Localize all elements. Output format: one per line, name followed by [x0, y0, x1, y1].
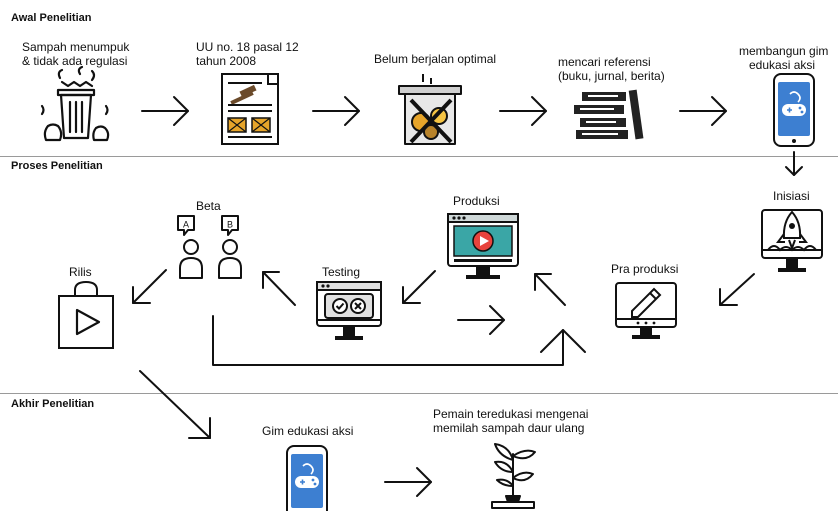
law-document-icon [221, 73, 279, 145]
section-akhir-penelitian: Akhir Penelitian [11, 398, 95, 410]
arrow-right [679, 96, 727, 126]
plant-books-icon [491, 443, 536, 509]
label-gim-edukasi-aksi: Gim edukasi aksi [262, 424, 354, 438]
label-produksi: Produksi [453, 194, 500, 208]
label-uu-line2: tahun 2008 [196, 54, 257, 68]
pen-monitor-icon [615, 282, 677, 339]
label-gim-line1: membangun gim [739, 44, 829, 58]
section-proses-penelitian: Proses Penelitian [11, 160, 103, 172]
arrow-right [312, 96, 360, 126]
arrow-down-left [719, 273, 755, 306]
arrow-down-left [132, 269, 167, 304]
video-monitor-icon [447, 213, 519, 279]
label-pemain-line1: Pemain teredukasi mengenai [433, 407, 589, 421]
trash-overflow-icon [40, 65, 110, 142]
recycle-bin-icon [398, 74, 462, 145]
arrow-up-left [262, 271, 296, 306]
arrow-down-left [402, 270, 436, 304]
smartphone-game-icon [286, 445, 328, 511]
arrow-right [499, 96, 547, 126]
label-gim-line2: edukasi aksi [749, 58, 816, 72]
label-inisiasi: Inisiasi [773, 189, 810, 203]
arrow-right [384, 467, 432, 497]
rocket-monitor-icon [761, 209, 823, 272]
beta-badge-a: A [183, 220, 189, 230]
label-referensi-line1: mencari referensi [558, 55, 651, 69]
label-pra-produksi: Pra produksi [611, 262, 679, 276]
label-sampah-line2: & tidak ada regulasi [22, 54, 128, 68]
section-awal-penelitian: Awal Penelitian [11, 12, 92, 24]
arrow-up-left [534, 273, 566, 306]
divider-awal-proses [0, 156, 838, 157]
arrow-right [141, 96, 189, 126]
books-icon [574, 89, 644, 140]
label-rilis: Rilis [69, 265, 92, 279]
label-uu-line1: UU no. 18 pasal 12 [196, 40, 299, 54]
label-testing: Testing [322, 265, 361, 279]
shopping-bag-play-icon [58, 280, 114, 349]
test-monitor-icon [316, 281, 382, 340]
label-pemain-line2: memilah sampah daur ulang [433, 421, 585, 435]
divider-proses-akhir [0, 393, 838, 394]
smartphone-game-icon [773, 73, 815, 147]
ab-users-icon: A B [177, 215, 242, 279]
beta-badge-b: B [227, 220, 233, 230]
label-sampah-line1: Sampah menumpuk [22, 40, 130, 54]
label-belum-optimal: Belum berjalan optimal [374, 52, 497, 66]
label-beta: Beta [196, 199, 221, 213]
arrow-down [785, 151, 803, 176]
arrow-down-right [139, 370, 211, 439]
label-referensi-line2: (buku, jurnal, berita) [558, 69, 665, 83]
arrow-loop-beta-to-pra [212, 315, 586, 366]
arrow-right [457, 305, 505, 335]
